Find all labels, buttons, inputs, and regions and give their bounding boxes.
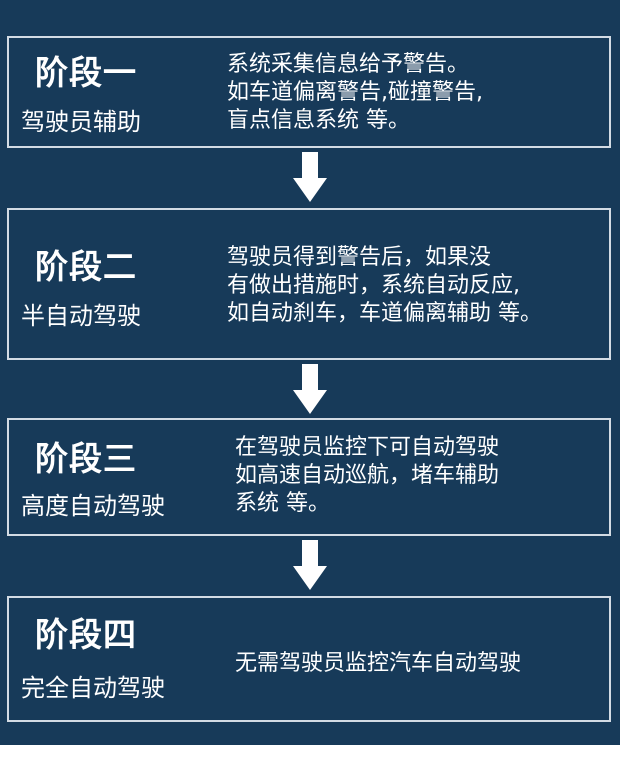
stage-2-description-line: 驾驶员得到警告后，如果没 <box>227 245 492 270</box>
stage-2-box: 阶段二 半自动驾驶 驾驶员得到警告后，如果没 有做出措施时，系统自动反应, 如自… <box>7 208 611 360</box>
stage-3-subtitle: 高度自动驾驶 <box>21 492 165 520</box>
down-arrow-icon <box>293 540 327 590</box>
stage-2-subtitle: 半自动驾驶 <box>21 302 141 330</box>
stage-3-description-line: 如高速自动巡航，堵车辅助 <box>235 463 500 488</box>
stage-4-box: 阶段四 完全自动驾驶 无需驾驶员监控汽车自动驾驶 <box>7 596 611 722</box>
stage-1-subtitle: 驾驶员辅助 <box>21 108 141 136</box>
stage-2-description: 驾驶员得到警告后，如果没 有做出措施时，系统自动反应, 如自动刹车，车道偏离辅助… <box>227 244 542 328</box>
stage-1-description-line: 盲点信息系统 等。 <box>227 108 410 133</box>
stage-4-description: 无需驾驶员监控汽车自动驾驶 <box>235 650 521 678</box>
stage-1-title: 阶段一 <box>35 53 137 92</box>
stage-3-box: 阶段三 高度自动驾驶 在驾驶员监控下可自动驾驶 如高速自动巡航，堵车辅助 系统 … <box>7 418 611 536</box>
autonomy-stages-diagram: 阶段一 驾驶员辅助 系统采集信息给予警告。 如车道偏离警告,碰撞警告, 盲点信息… <box>0 0 620 745</box>
stage-4-description-line: 无需驾驶员监控汽车自动驾驶 <box>235 651 522 676</box>
stage-3-description: 在驾驶员监控下可自动驾驶 如高速自动巡航，堵车辅助 系统 等。 <box>235 434 499 518</box>
down-arrow-icon <box>293 364 327 414</box>
stage-1-description: 系统采集信息给予警告。 如车道偏离警告,碰撞警告, 盲点信息系统 等。 <box>227 51 483 135</box>
down-arrow-icon <box>293 152 327 202</box>
stage-2-title: 阶段二 <box>35 247 137 286</box>
stage-3-description-line: 系统 等。 <box>235 491 330 516</box>
stage-3-description-line: 在驾驶员监控下可自动驾驶 <box>235 435 500 460</box>
stage-3-title: 阶段三 <box>35 439 137 478</box>
stage-1-description-line: 系统采集信息给予警告。 <box>227 52 470 77</box>
stage-4-subtitle: 完全自动驾驶 <box>21 674 165 702</box>
stage-4-title: 阶段四 <box>35 615 137 654</box>
bottom-margin <box>0 745 620 771</box>
stage-2-description-line: 如自动刹车，车道偏离辅助 等。 <box>227 301 542 326</box>
stage-1-description-line: 如车道偏离警告,碰撞警告, <box>227 80 483 105</box>
stage-2-description-line: 有做出措施时，系统自动反应, <box>227 273 520 298</box>
stage-1-box: 阶段一 驾驶员辅助 系统采集信息给予警告。 如车道偏离警告,碰撞警告, 盲点信息… <box>7 36 611 148</box>
